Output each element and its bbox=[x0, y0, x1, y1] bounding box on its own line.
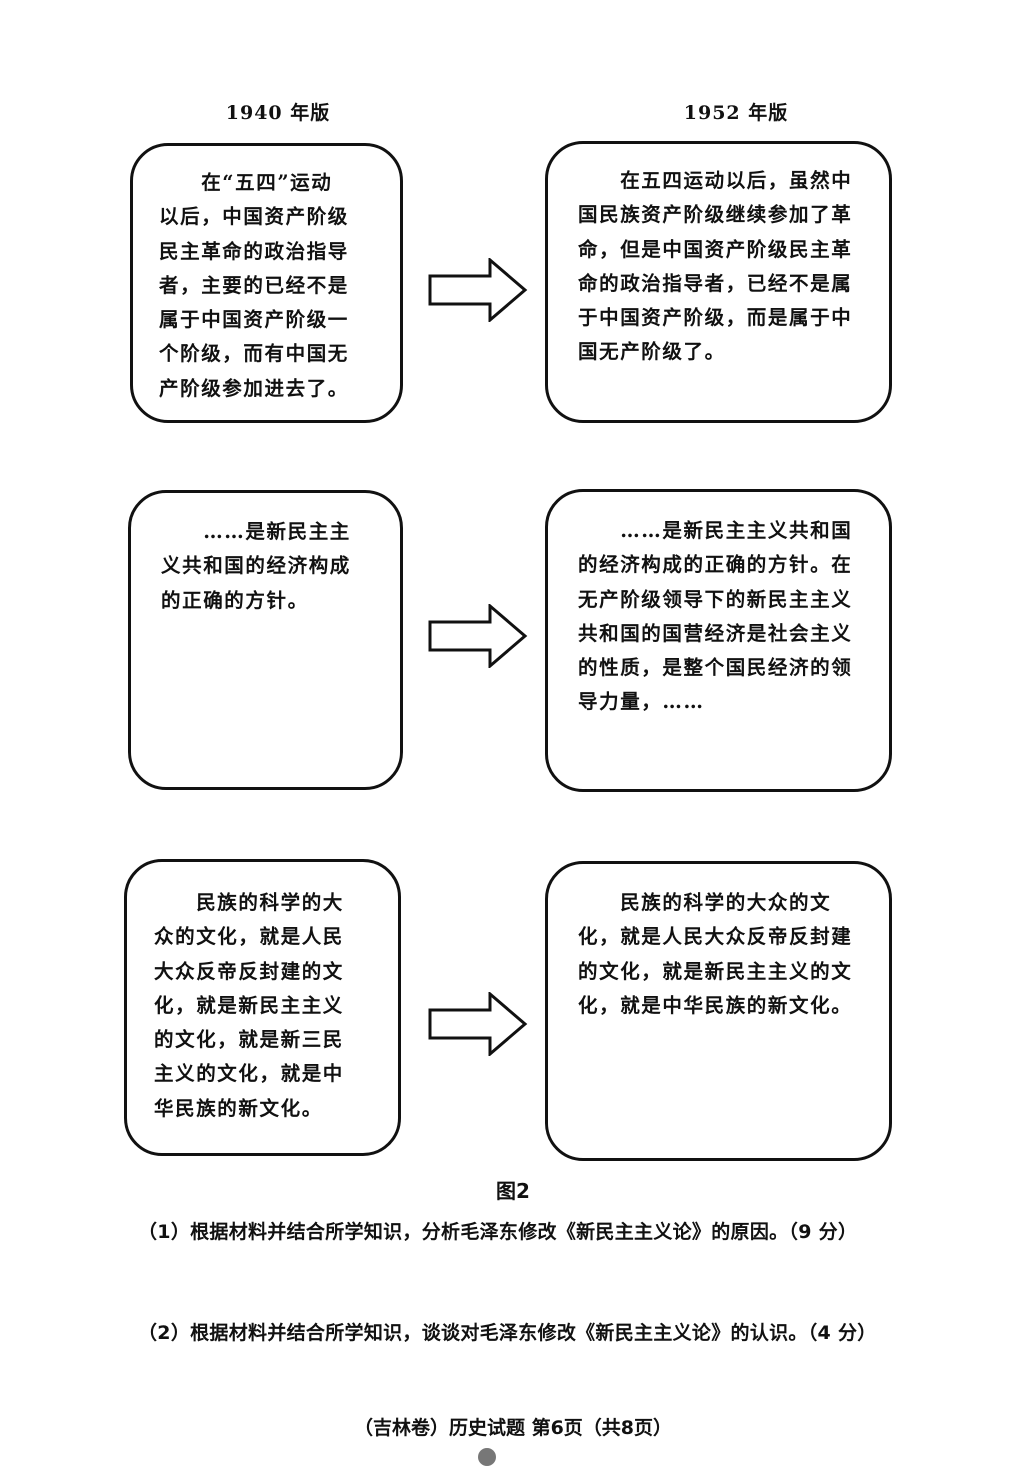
right-arrow-icon bbox=[428, 258, 528, 322]
heading-1940: 1940 年版 bbox=[225, 102, 331, 124]
text-1952-row1: 在五四运动以后，虽然中 国民族资产阶级继续参加了革 命，但是中国资产阶级民主革 … bbox=[578, 169, 853, 364]
box-1952-row3: 民族的科学的大众的文 化，就是人民大众反帝反封建 的文化，就是新民主主义的文 化… bbox=[545, 861, 892, 1161]
page-footer: （吉林卷）历史试题 第6页（共8页） bbox=[353, 1417, 673, 1439]
text-1952-row2: ……是新民主主义共和国 的经济构成的正确的方针。在 无产阶级领导下的新民主主义 … bbox=[578, 519, 853, 714]
right-arrow-icon bbox=[428, 604, 528, 668]
text-1940-row2: ……是新民主主 义共和国的经济构成 的正确的方针。 bbox=[161, 520, 351, 612]
box-1940-row2: ……是新民主主 义共和国的经济构成 的正确的方针。 bbox=[128, 490, 403, 790]
text-1940-row1: 在“五四”运动 以后，中国资产阶级 民主革命的政治指导 者，主要的已经不是 属于… bbox=[159, 171, 349, 400]
text-1940-row3: 民族的科学的大 众的文化，就是人民 大众反帝反封建的文 化，就是新民主主义 的文… bbox=[154, 891, 344, 1120]
box-1940-row3: 民族的科学的大 众的文化，就是人民 大众反帝反封建的文 化，就是新民主主义 的文… bbox=[124, 859, 401, 1156]
box-1952-row2: ……是新民主主义共和国 的经济构成的正确的方针。在 无产阶级领导下的新民主主义 … bbox=[545, 489, 892, 792]
question-1: （1）根据材料并结合所学知识，分析毛泽东修改《新民主主义论》的原因。（9 分） bbox=[138, 1221, 858, 1243]
scan-smudge bbox=[478, 1448, 496, 1466]
right-arrow-icon bbox=[428, 992, 528, 1056]
figure-caption: 图2 bbox=[496, 1179, 530, 1203]
question-2: （2）根据材料并结合所学知识，谈谈对毛泽东修改《新民主主义论》的认识。（4 分） bbox=[138, 1322, 877, 1344]
box-1952-row1: 在五四运动以后，虽然中 国民族资产阶级继续参加了革 命，但是中国资产阶级民主革 … bbox=[545, 141, 892, 423]
text-1952-row3: 民族的科学的大众的文 化，就是人民大众反帝反封建 的文化，就是新民主主义的文 化… bbox=[578, 891, 853, 1017]
heading-1952: 1952 年版 bbox=[683, 102, 789, 124]
box-1940-row1: 在“五四”运动 以后，中国资产阶级 民主革命的政治指导 者，主要的已经不是 属于… bbox=[130, 143, 403, 423]
